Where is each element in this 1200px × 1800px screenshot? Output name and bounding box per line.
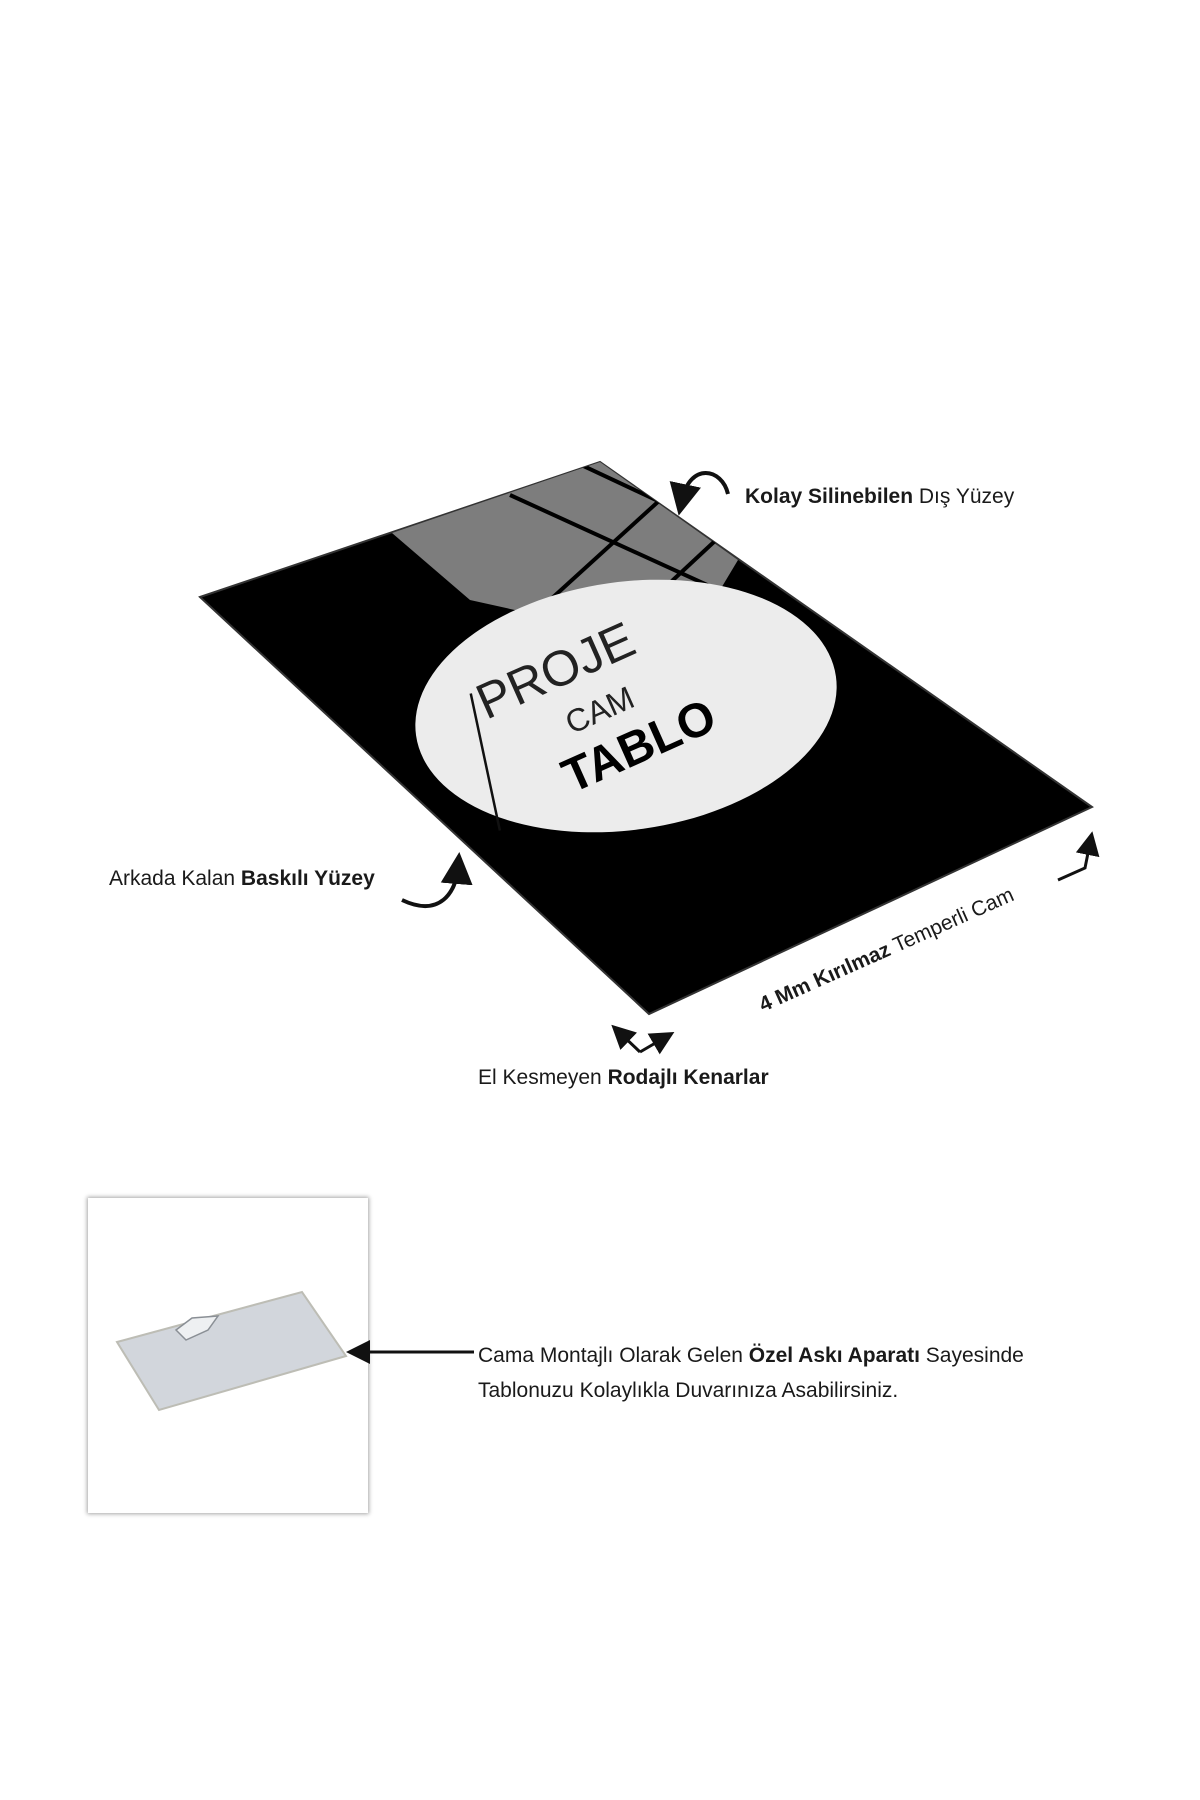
hanger-description-line2: Tablonuzu Kolaylıkla Duvarınıza Asabilir…	[478, 1379, 898, 1402]
thickness-bracket-icon	[1057, 831, 1100, 882]
glass-board	[198, 460, 1094, 1016]
callout-edges: El Kesmeyen Rodajlı Kenarlar	[478, 1066, 769, 1089]
hanger-plate	[115, 1290, 348, 1412]
edge-arrows-icon	[611, 1024, 675, 1055]
hanger-description-line1: Cama Montajlı Olarak Gelen Özel Askı Apa…	[478, 1344, 1024, 1367]
callout-outer-surface: Kolay Silinebilen Dış Yüzey	[745, 485, 1015, 508]
logo-circle	[415, 579, 837, 833]
curved-arrow-icon	[401, 852, 473, 908]
curved-arrow-icon	[669, 471, 730, 516]
callout-printed-surface: Arkada Kalan Baskılı Yüzey	[109, 867, 375, 890]
